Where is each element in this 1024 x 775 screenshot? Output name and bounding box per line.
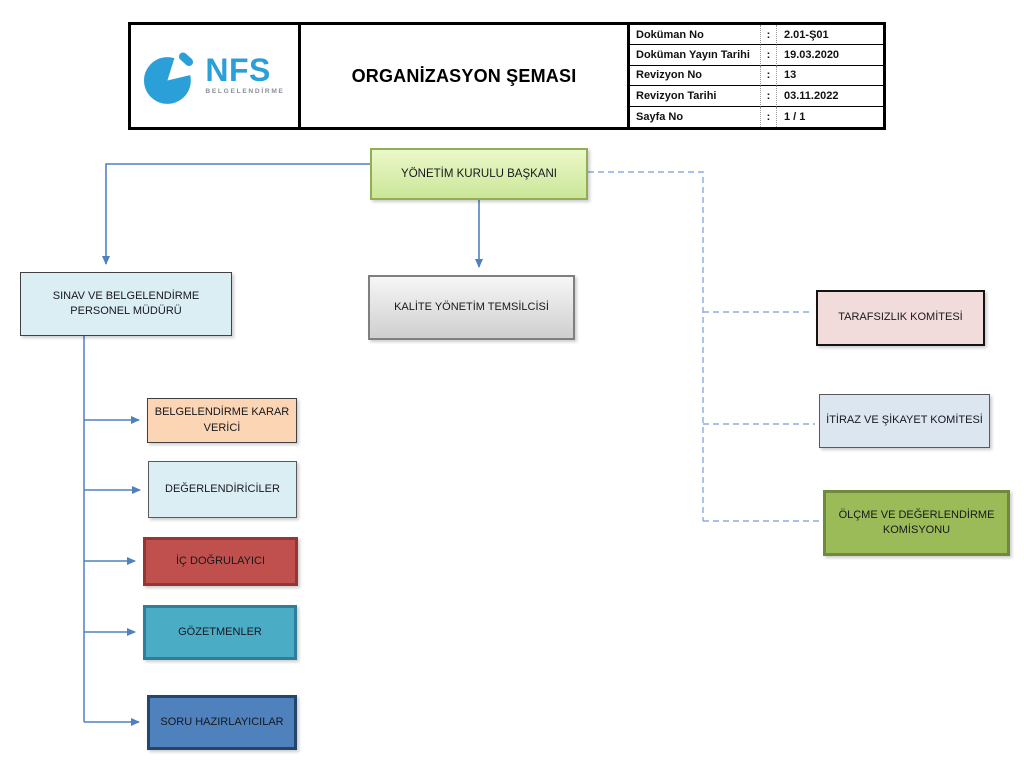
node-kalite-yonetim-temsilcisi: KALİTE YÖNETİM TEMSİLCİSİ — [368, 275, 575, 340]
doc-row-separator: : — [760, 45, 776, 66]
node-soru-hazirlayicilar: SORU HAZIRLAYICILAR — [147, 695, 297, 750]
doc-row-label: Doküman No — [630, 25, 760, 46]
node-tarafsizlik-komitesi: TARAFSIZLIK KOMİTESİ — [816, 290, 985, 346]
logo: NFS BELGELENDİRME — [131, 25, 301, 127]
connector-root-to-sinav — [102, 163, 370, 265]
doc-row-label: Revizyon No — [630, 66, 760, 87]
connector-root-dashed-trunk — [588, 171, 704, 521]
document-info-table: Doküman No : 2.01-Ş01 Doküman Yayın Tari… — [630, 25, 883, 127]
node-sinav-ve-belgelendirme-personel-muduru: SINAV VE BELGELENDİRME PERSONEL MÜDÜRÜ — [20, 272, 232, 336]
node-olcme-ve-degerlendirme-komisyonu: ÖLÇME VE DEĞERLENDİRME KOMİSYONU — [823, 490, 1010, 556]
node-belgelendirme-karar-verici: BELGELENDİRME KARAR VERİCİ — [147, 398, 297, 443]
doc-row-label: Revizyon Tarihi — [630, 86, 760, 107]
node-gozetmenler: GÖZETMENLER — [143, 605, 297, 660]
doc-row-value: 03.11.2022 — [776, 86, 883, 107]
page-title: ORGANİZASYON ŞEMASI — [301, 25, 630, 127]
doc-row-separator: : — [760, 65, 776, 87]
doc-row-value: 13 — [776, 65, 883, 87]
node-yonetim-kurulu-baskani: YÖNETİM KURULU BAŞKANI — [370, 148, 588, 200]
node-ic-dogrulayici: İÇ DOĞRULAYICI — [143, 537, 298, 586]
logo-subtitle: BELGELENDİRME — [205, 87, 285, 95]
doc-row-label: Sayfa No — [636, 110, 684, 123]
logo-name: NFS — [205, 52, 271, 89]
doc-row-label: Doküman Yayın Tarihi — [630, 45, 760, 66]
nfs-drop-logo-icon — [144, 51, 199, 104]
node-degerlendiriciler: DEĞERLENDİRİCİLER — [148, 461, 297, 518]
doc-row-value: 19.03.2020 — [776, 45, 883, 66]
doc-row-separator: : — [760, 25, 776, 46]
document-header: NFS BELGELENDİRME ORGANİZASYON ŞEMASI Do… — [128, 22, 886, 130]
doc-row-separator: : — [760, 106, 776, 127]
logo-text: NFS BELGELENDİRME — [205, 52, 285, 95]
doc-row-separator: : — [760, 86, 776, 107]
doc-row-value: 1 / 1 — [776, 106, 883, 127]
doc-row-value: 2.01-Ş01 — [776, 25, 883, 46]
node-itiraz-ve-sikayet-komitesi: İTİRAZ VE ŞİKAYET KOMİTESİ — [819, 394, 990, 448]
